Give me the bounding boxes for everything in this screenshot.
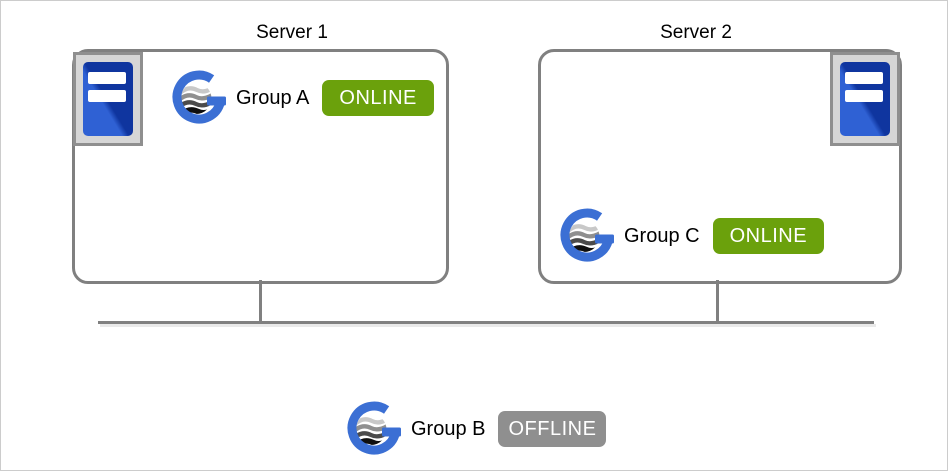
group-b-row: Group B OFFLINE [347,401,607,457]
availability-group-icon [347,401,403,457]
group-c-row: Group C ONLINE [560,208,825,264]
network-bus-line [98,321,874,324]
server2-connector-line [716,280,719,323]
group-c-label: Group C [624,224,700,247]
group-b-status-badge: OFFLINE [498,411,607,447]
group-b-label: Group B [411,417,486,440]
group-a-label: Group A [236,86,310,109]
availability-group-icon [172,70,228,126]
server2-title: Server 2 [660,22,732,43]
group-a-row: Group A ONLINE [172,70,434,126]
server1-title: Server 1 [256,22,328,43]
group-a-status-badge: ONLINE [322,80,434,116]
availability-group-icon [560,208,616,264]
group-c-status-badge: ONLINE [712,218,825,254]
server-tower-icon [73,52,143,146]
server-tower-icon [830,52,900,146]
server1-connector-line [259,280,262,323]
